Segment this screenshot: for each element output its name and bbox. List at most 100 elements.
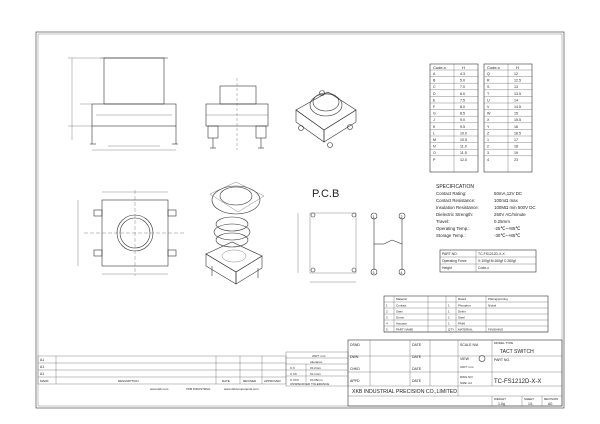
- materials-cell: QTY: [448, 328, 454, 332]
- part-info-label: Height: [442, 266, 452, 270]
- code-right-code: Z: [487, 131, 490, 135]
- code-right-code: 3: [487, 151, 489, 155]
- spec-label: Dielectric Strength:: [436, 212, 473, 217]
- date-label-1: DATE: [412, 343, 422, 347]
- materials-cell: Dome: [396, 316, 404, 320]
- code-right-code: Y: [487, 125, 490, 129]
- materials-cell: 5: [386, 328, 388, 332]
- pcb-title: P.C.B: [312, 188, 339, 200]
- part-info-table: PART NO. TC-FS1212D-X-X Operating Force X:1…: [439, 249, 537, 273]
- code-right-height: 13.5: [514, 92, 521, 96]
- tolerance-value: ±0.2mm: [310, 366, 321, 370]
- tolerance-unit: UNIT: mm: [312, 354, 326, 358]
- code-right-code: 2: [487, 145, 489, 149]
- part-info-label: Operating Force: [442, 259, 467, 263]
- unit-label: UNIT: mm: [460, 365, 474, 369]
- revision-mark: A1: [40, 372, 44, 376]
- spec-value: -30℃~+85℃: [494, 233, 520, 238]
- revision-header-date: DATE: [222, 379, 230, 383]
- materials-cell: 1: [448, 304, 450, 308]
- spec-value: 250V AC/minute: [494, 212, 526, 217]
- code-right-code: V: [487, 105, 490, 109]
- projection-symbol-icon: [478, 355, 486, 362]
- revision-mark: A1: [40, 365, 44, 369]
- code-left-height: 12.0: [460, 158, 467, 162]
- chkd-label: CHKD: [350, 367, 360, 371]
- materials-cell: 3: [386, 316, 388, 320]
- tolerance-label: tolerance: [310, 360, 323, 364]
- spec-value: 100mΩ max: [494, 198, 519, 203]
- dwg-no: TC-FS1212D-X-X: [494, 379, 541, 385]
- code-left-height: 8.0: [460, 105, 465, 109]
- materials-header: Material: [396, 297, 407, 301]
- footer-mid: XKB INDUSTRIAL: [186, 387, 211, 391]
- code-left-code: O: [433, 151, 436, 155]
- code-left-code: M: [433, 138, 436, 142]
- materials-cell: MATERIAL: [458, 328, 473, 332]
- tolerance-key: X.X: [290, 366, 295, 370]
- side-view: [68, 57, 178, 151]
- materials-cell: 4: [386, 322, 388, 326]
- code-right-code: U: [487, 98, 490, 102]
- revision-value: A0: [548, 402, 552, 406]
- part-info-label: PART NO.: [442, 252, 458, 256]
- code-right-code: Q: [487, 72, 490, 76]
- materials-cell: PART NAME: [396, 328, 413, 332]
- code-left-code: C: [433, 85, 436, 89]
- title-block: DSND DWN CHKD APPD DATE DATE DATE DATE S…: [347, 339, 563, 407]
- date-label-2: DATE: [412, 355, 422, 359]
- part-info-value: X:100gf M:160gf C:260gf: [478, 259, 516, 263]
- front-view: [205, 78, 269, 150]
- code-left-height: 11.0: [460, 145, 467, 149]
- spec-label: Insulation Resistance:: [436, 205, 479, 210]
- code-left-code: N: [433, 145, 436, 149]
- code-right-code: X: [487, 118, 490, 122]
- code-table-right-header-1: Code-x: [487, 65, 500, 70]
- weight-label: WEIGHT: [494, 397, 506, 401]
- schematic: 1 2 3 4: [370, 212, 406, 276]
- code-left-code: A: [433, 72, 436, 76]
- code-right-code: W: [487, 112, 491, 116]
- code-table-left-header-2: H: [462, 65, 465, 70]
- tolerance-key: X.XXX: [290, 378, 299, 382]
- spec-label: Operating Temp.:: [436, 226, 470, 231]
- revision-header-mark: MARK: [40, 379, 49, 383]
- size-label: SIZE: A4: [460, 381, 472, 385]
- materials-cell: PA66: [458, 322, 465, 326]
- code-left-height: 10.5: [460, 138, 467, 142]
- pin-label-3: 3: [373, 271, 375, 275]
- materials-cell: Nickel: [488, 304, 497, 308]
- company-name: XKB INDUSTRIAL PRECISION CO.,LIMITED: [352, 389, 457, 395]
- code-right-height: 16: [514, 125, 518, 129]
- code-right-height: 12.5: [514, 79, 521, 83]
- materials-cell: FINISHING: [488, 328, 504, 332]
- revision-mark: A1: [40, 358, 44, 362]
- code-right-code: S: [487, 85, 490, 89]
- code-left-code: J: [433, 118, 435, 122]
- footer-left: www.xkb.com: [150, 387, 169, 391]
- materials-header: Rated: [458, 297, 466, 301]
- code-left-height: 4.3: [460, 72, 465, 76]
- code-left-code: K: [433, 125, 436, 129]
- revision-header-approved: APPROVED: [264, 379, 282, 383]
- inner-frame: [37, 33, 563, 407]
- model-label: MODEL TYPE: [494, 341, 513, 345]
- code-right-code: 1: [487, 138, 489, 142]
- part-info-value: TC-FS1212D-X-X: [478, 252, 505, 256]
- pin-label-1: 1: [373, 215, 375, 219]
- code-right-height: 13: [514, 85, 518, 89]
- spec-label: Contact Rating:: [436, 191, 466, 196]
- revision-label: REVISION: [544, 397, 558, 401]
- materials-cell: 1: [448, 322, 450, 326]
- code-right-height: 15: [514, 112, 518, 116]
- spec-value: 0.25mm: [494, 219, 510, 224]
- materials-cell: Steel: [458, 316, 465, 320]
- model-value: TACT SWITCH: [500, 349, 534, 355]
- code-left-height: 11.5: [460, 151, 467, 155]
- spec-label: Storage Temp.:: [436, 233, 466, 238]
- code-right-height: 19: [514, 151, 518, 155]
- materials-cell: Delrin: [458, 310, 466, 314]
- view-label: VIEW: [460, 357, 470, 361]
